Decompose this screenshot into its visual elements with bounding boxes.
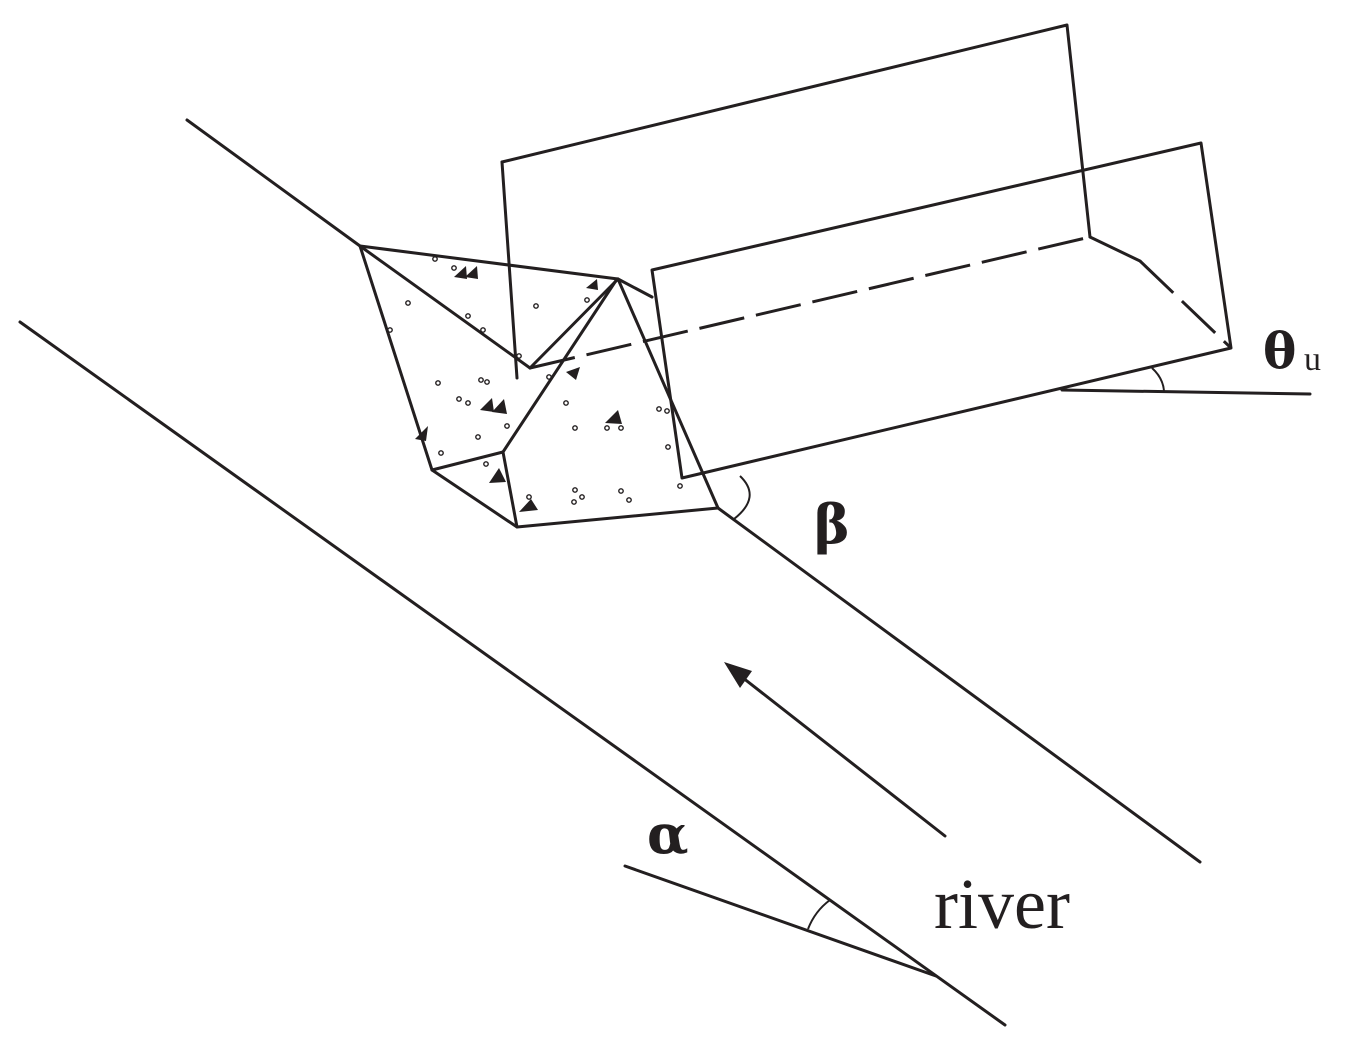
lower-river-bank xyxy=(18,320,1007,1027)
river-banks xyxy=(18,118,1202,1027)
beta-angle-arc xyxy=(733,475,751,520)
river-label: river xyxy=(934,864,1070,944)
theta-u-angle xyxy=(1060,367,1312,396)
beta-label: β xyxy=(814,492,850,556)
upper-river-bank xyxy=(185,118,362,248)
theta-subscript-label: u xyxy=(1304,341,1321,378)
right-river-bank xyxy=(716,506,1202,864)
alpha-label: α xyxy=(647,802,689,866)
rear-block xyxy=(500,23,1092,380)
landslide-deposit xyxy=(358,244,720,529)
deposit-clasts xyxy=(415,266,622,512)
alpha-angle xyxy=(623,864,938,978)
flow-arrow xyxy=(724,662,947,838)
theta-label: θ xyxy=(1263,321,1296,380)
front-block xyxy=(529,141,1233,480)
deposit-pebbles xyxy=(387,256,683,505)
